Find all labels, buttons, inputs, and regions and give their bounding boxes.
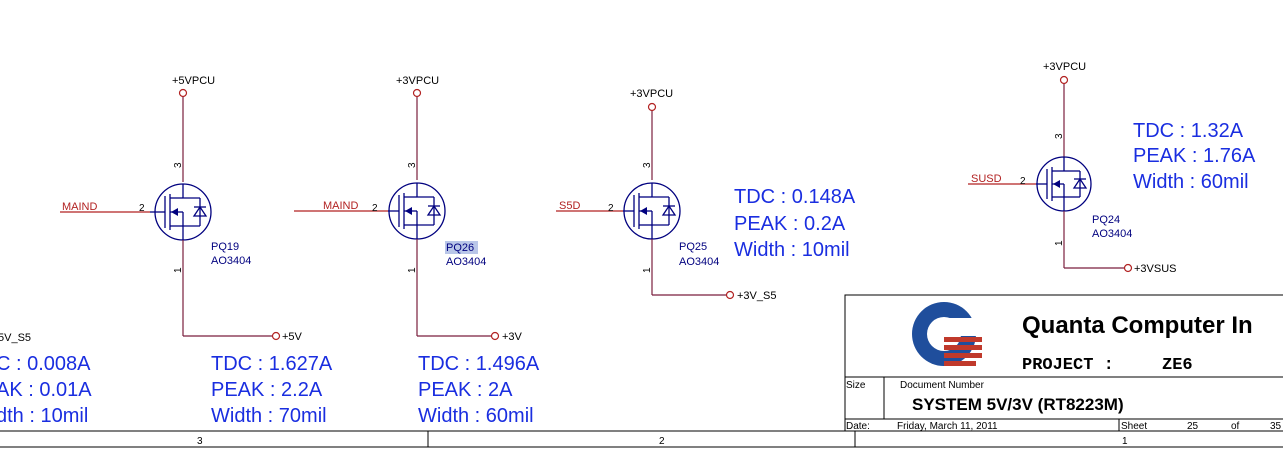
peak-annotation: PEAK : 2A (418, 379, 513, 401)
source-terminal (412, 88, 422, 98)
source-terminal (1059, 75, 1069, 85)
pin-gate: 2 (139, 203, 145, 214)
ref-designator: PQ25 (679, 241, 707, 253)
net-label-gate: SUSD (971, 173, 1002, 185)
pin-source: 1 (642, 267, 653, 273)
mosfet-symbol (623, 182, 681, 240)
pin-drain: 3 (173, 162, 184, 168)
pin-drain: 3 (407, 162, 418, 168)
part-number: AO3404 (1092, 228, 1132, 240)
width-annotation: Width : 60mil (1133, 171, 1249, 193)
quanta-logo (912, 302, 982, 366)
of-value: 35 (1270, 421, 1282, 432)
peak-annotation: PEAK : 0.2A (734, 213, 846, 235)
zone-label: 1 (1122, 436, 1128, 447)
peak-annotation: AK : 0.01A (0, 379, 92, 401)
mosfet-pq19: +5VPCU 3 MAIND 2 1 PQ19 AO3404 (60, 75, 333, 427)
tdc-annotation: TDC : 1.627A (211, 353, 333, 375)
peak-annotation: PEAK : 2.2A (211, 379, 323, 401)
doc-number-label: Document Number (900, 380, 985, 391)
net-label-output: 5V_S5 (0, 332, 31, 344)
part-number: AO3404 (446, 256, 486, 268)
date-value: Friday, March 11, 2011 (897, 421, 998, 432)
output-terminal (490, 331, 500, 341)
tdc-annotation: TDC : 0.148A (734, 186, 856, 208)
pin-drain: 3 (642, 162, 653, 168)
ref-designator: PQ19 (211, 241, 239, 253)
sheet-value: 25 (1187, 421, 1199, 432)
mosfet-symbol (388, 182, 446, 240)
zone-label: 2 (659, 436, 665, 447)
part-number: AO3404 (211, 255, 251, 267)
pin-gate: 2 (608, 203, 614, 214)
net-label-source: +5VPCU (172, 75, 215, 87)
project-label: PROJECT : (1022, 356, 1114, 375)
mosfet-symbol (1036, 156, 1092, 212)
company-name: Quanta Computer In (1022, 312, 1253, 339)
size-label: Size (846, 380, 866, 391)
sheet-border: 3 2 1 (0, 430, 1283, 448)
width-annotation: Width : 70mil (211, 405, 327, 427)
net-label-source: +3VPCU (396, 75, 439, 87)
pin-source: 1 (1054, 240, 1065, 246)
net-label-gate: S5D (559, 200, 580, 212)
mosfet-pq26: +3VPCU 3 MAIND 2 1 PQ26 AO3404 (294, 75, 540, 427)
source-terminal (178, 88, 188, 98)
peak-annotation: PEAK : 1.76A (1133, 145, 1256, 167)
source-terminal (647, 102, 657, 112)
net-label-source: +3VPCU (1043, 61, 1086, 73)
mosfet-symbol (150, 183, 212, 241)
width-annotation: Width : 10mil (734, 239, 850, 261)
part-number: AO3404 (679, 256, 719, 268)
pin-source: 1 (173, 267, 184, 273)
title-block: Quanta Computer In PROJECT : ZE6 Size Do… (844, 294, 1283, 432)
net-label-output: +3V (502, 331, 523, 343)
net-label-output: +5V (282, 331, 303, 343)
net-label-gate: MAIND (62, 201, 98, 213)
output-terminal (725, 290, 735, 300)
sheet-label: Sheet (1121, 421, 1147, 432)
net-label-output: +3V_S5 (737, 290, 776, 302)
tdc-annotation: TDC : 1.496A (418, 353, 540, 375)
tdc-annotation: TDC : 1.32A (1133, 120, 1244, 142)
width-annotation: dth : 10mil (0, 405, 88, 427)
width-annotation: Width : 60mil (418, 405, 534, 427)
pin-drain: 3 (1054, 133, 1065, 139)
of-label: of (1231, 421, 1240, 432)
left-partial-circuit: 5V_S5 C : 0.008A AK : 0.01A dth : 10mil (0, 332, 92, 427)
date-label: Date: (846, 421, 870, 432)
zone-label: 3 (197, 436, 203, 447)
output-terminal (271, 331, 281, 341)
net-label-output: +3VSUS (1134, 263, 1177, 275)
document-title: SYSTEM 5V/3V (RT8223M) (912, 395, 1124, 414)
net-label-source: +3VPCU (630, 88, 673, 100)
tdc-annotation: C : 0.008A (0, 353, 91, 375)
mosfet-pq24: +3VPCU 3 SUSD 2 1 PQ24 AO3404 (968, 61, 1256, 275)
net-label-gate: MAIND (323, 200, 359, 212)
pin-source: 1 (407, 267, 418, 273)
mosfet-pq25: +3VPCU 3 S5D 2 1 PQ25 AO3404 (556, 88, 856, 302)
ref-designator: PQ26 (446, 242, 474, 254)
pin-gate: 2 (372, 203, 378, 214)
project-value: ZE6 (1162, 356, 1193, 375)
ref-designator: PQ24 (1092, 214, 1120, 226)
output-terminal (1123, 263, 1133, 273)
pin-gate: 2 (1020, 176, 1026, 187)
